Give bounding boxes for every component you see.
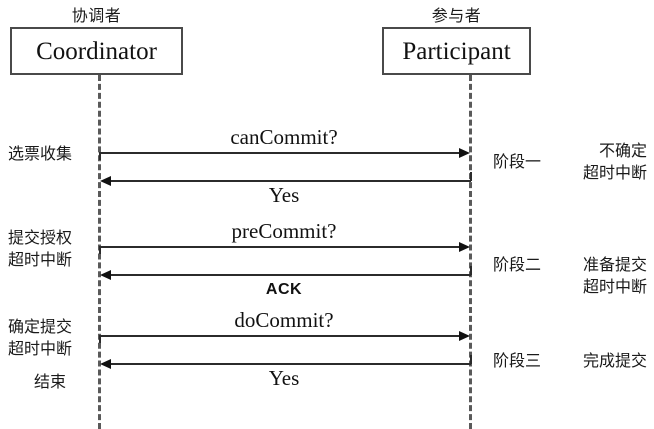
- message-stub-yes-1: [470, 172, 472, 181]
- left-note-phase2: 提交授权 超时中断: [8, 228, 92, 272]
- right-note-phase3-line-1: 完成提交: [582, 353, 647, 370]
- left-note-phase2-line-2: 超时中断: [8, 252, 73, 269]
- right-note-phase1-detail: 不确定 超时中断: [561, 141, 647, 185]
- coordinator-label: Coordinator: [36, 37, 157, 65]
- right-note-phase3-detail: 完成提交: [561, 351, 647, 373]
- message-label-pre-commit: preCommit?: [231, 219, 337, 243]
- right-note-phase2-detail: 准备提交 超时中断: [561, 255, 647, 299]
- right-note-phase3-title: 阶段三: [493, 353, 542, 370]
- message-line-yes-2: [107, 363, 471, 365]
- arrow-left-icon-ack: [100, 270, 111, 280]
- right-note-phase2-line-1: 准备提交: [582, 257, 647, 274]
- message-stub-pre-commit: [99, 246, 101, 254]
- left-note-phase3: 确定提交 超时中断: [8, 317, 92, 361]
- right-note-phase1-title: 阶段一: [493, 154, 542, 171]
- message-line-do-commit: [99, 335, 461, 337]
- message-line-yes-1: [107, 180, 471, 182]
- message-label-yes-2: Yes: [268, 366, 300, 390]
- message-line-ack: [107, 274, 471, 276]
- left-note-end-line-1: 结束: [33, 374, 66, 391]
- right-note-phase1-line-1: 不确定: [598, 143, 647, 160]
- message-label-do-commit: doCommit?: [234, 308, 334, 332]
- left-note-phase1: 选票收集: [8, 144, 92, 166]
- arrow-left-icon-yes-1: [100, 176, 111, 186]
- arrow-left-icon-yes-2: [100, 359, 111, 369]
- message-label-can-commit: canCommit?: [230, 125, 338, 149]
- message-stub-can-commit: [99, 152, 101, 160]
- message-stub-ack: [470, 266, 472, 275]
- coordinator-box[interactable]: Coordinator: [10, 27, 183, 75]
- participant-box[interactable]: Participant: [382, 27, 531, 75]
- left-note-phase2-line-1: 提交授权: [8, 230, 73, 247]
- right-note-phase1-line-2: 超时中断: [582, 165, 647, 182]
- participant-label: Participant: [402, 37, 511, 65]
- message-line-can-commit: [99, 152, 461, 154]
- arrow-right-icon-can-commit: [459, 148, 470, 158]
- left-note-phase3-line-1: 确定提交: [8, 319, 73, 336]
- right-note-phase2-title: 阶段二: [493, 257, 542, 274]
- message-line-pre-commit: [99, 246, 461, 248]
- participant-lifeline: [469, 75, 472, 429]
- message-label-yes-1: Yes: [268, 183, 300, 207]
- message-stub-do-commit: [99, 335, 101, 343]
- participant-caption: 参与者: [431, 8, 482, 25]
- left-note-phase1-line-1: 选票收集: [8, 146, 73, 163]
- right-note-phase2-line-2: 超时中断: [582, 279, 647, 296]
- message-label-ack: ACK: [265, 281, 303, 298]
- left-note-phase3-line-2: 超时中断: [8, 341, 73, 358]
- arrow-right-icon-do-commit: [459, 331, 470, 341]
- message-stub-yes-2: [470, 355, 472, 364]
- coordinator-caption: 协调者: [71, 8, 122, 25]
- arrow-right-icon-pre-commit: [459, 242, 470, 252]
- left-note-end: 结束: [8, 372, 92, 394]
